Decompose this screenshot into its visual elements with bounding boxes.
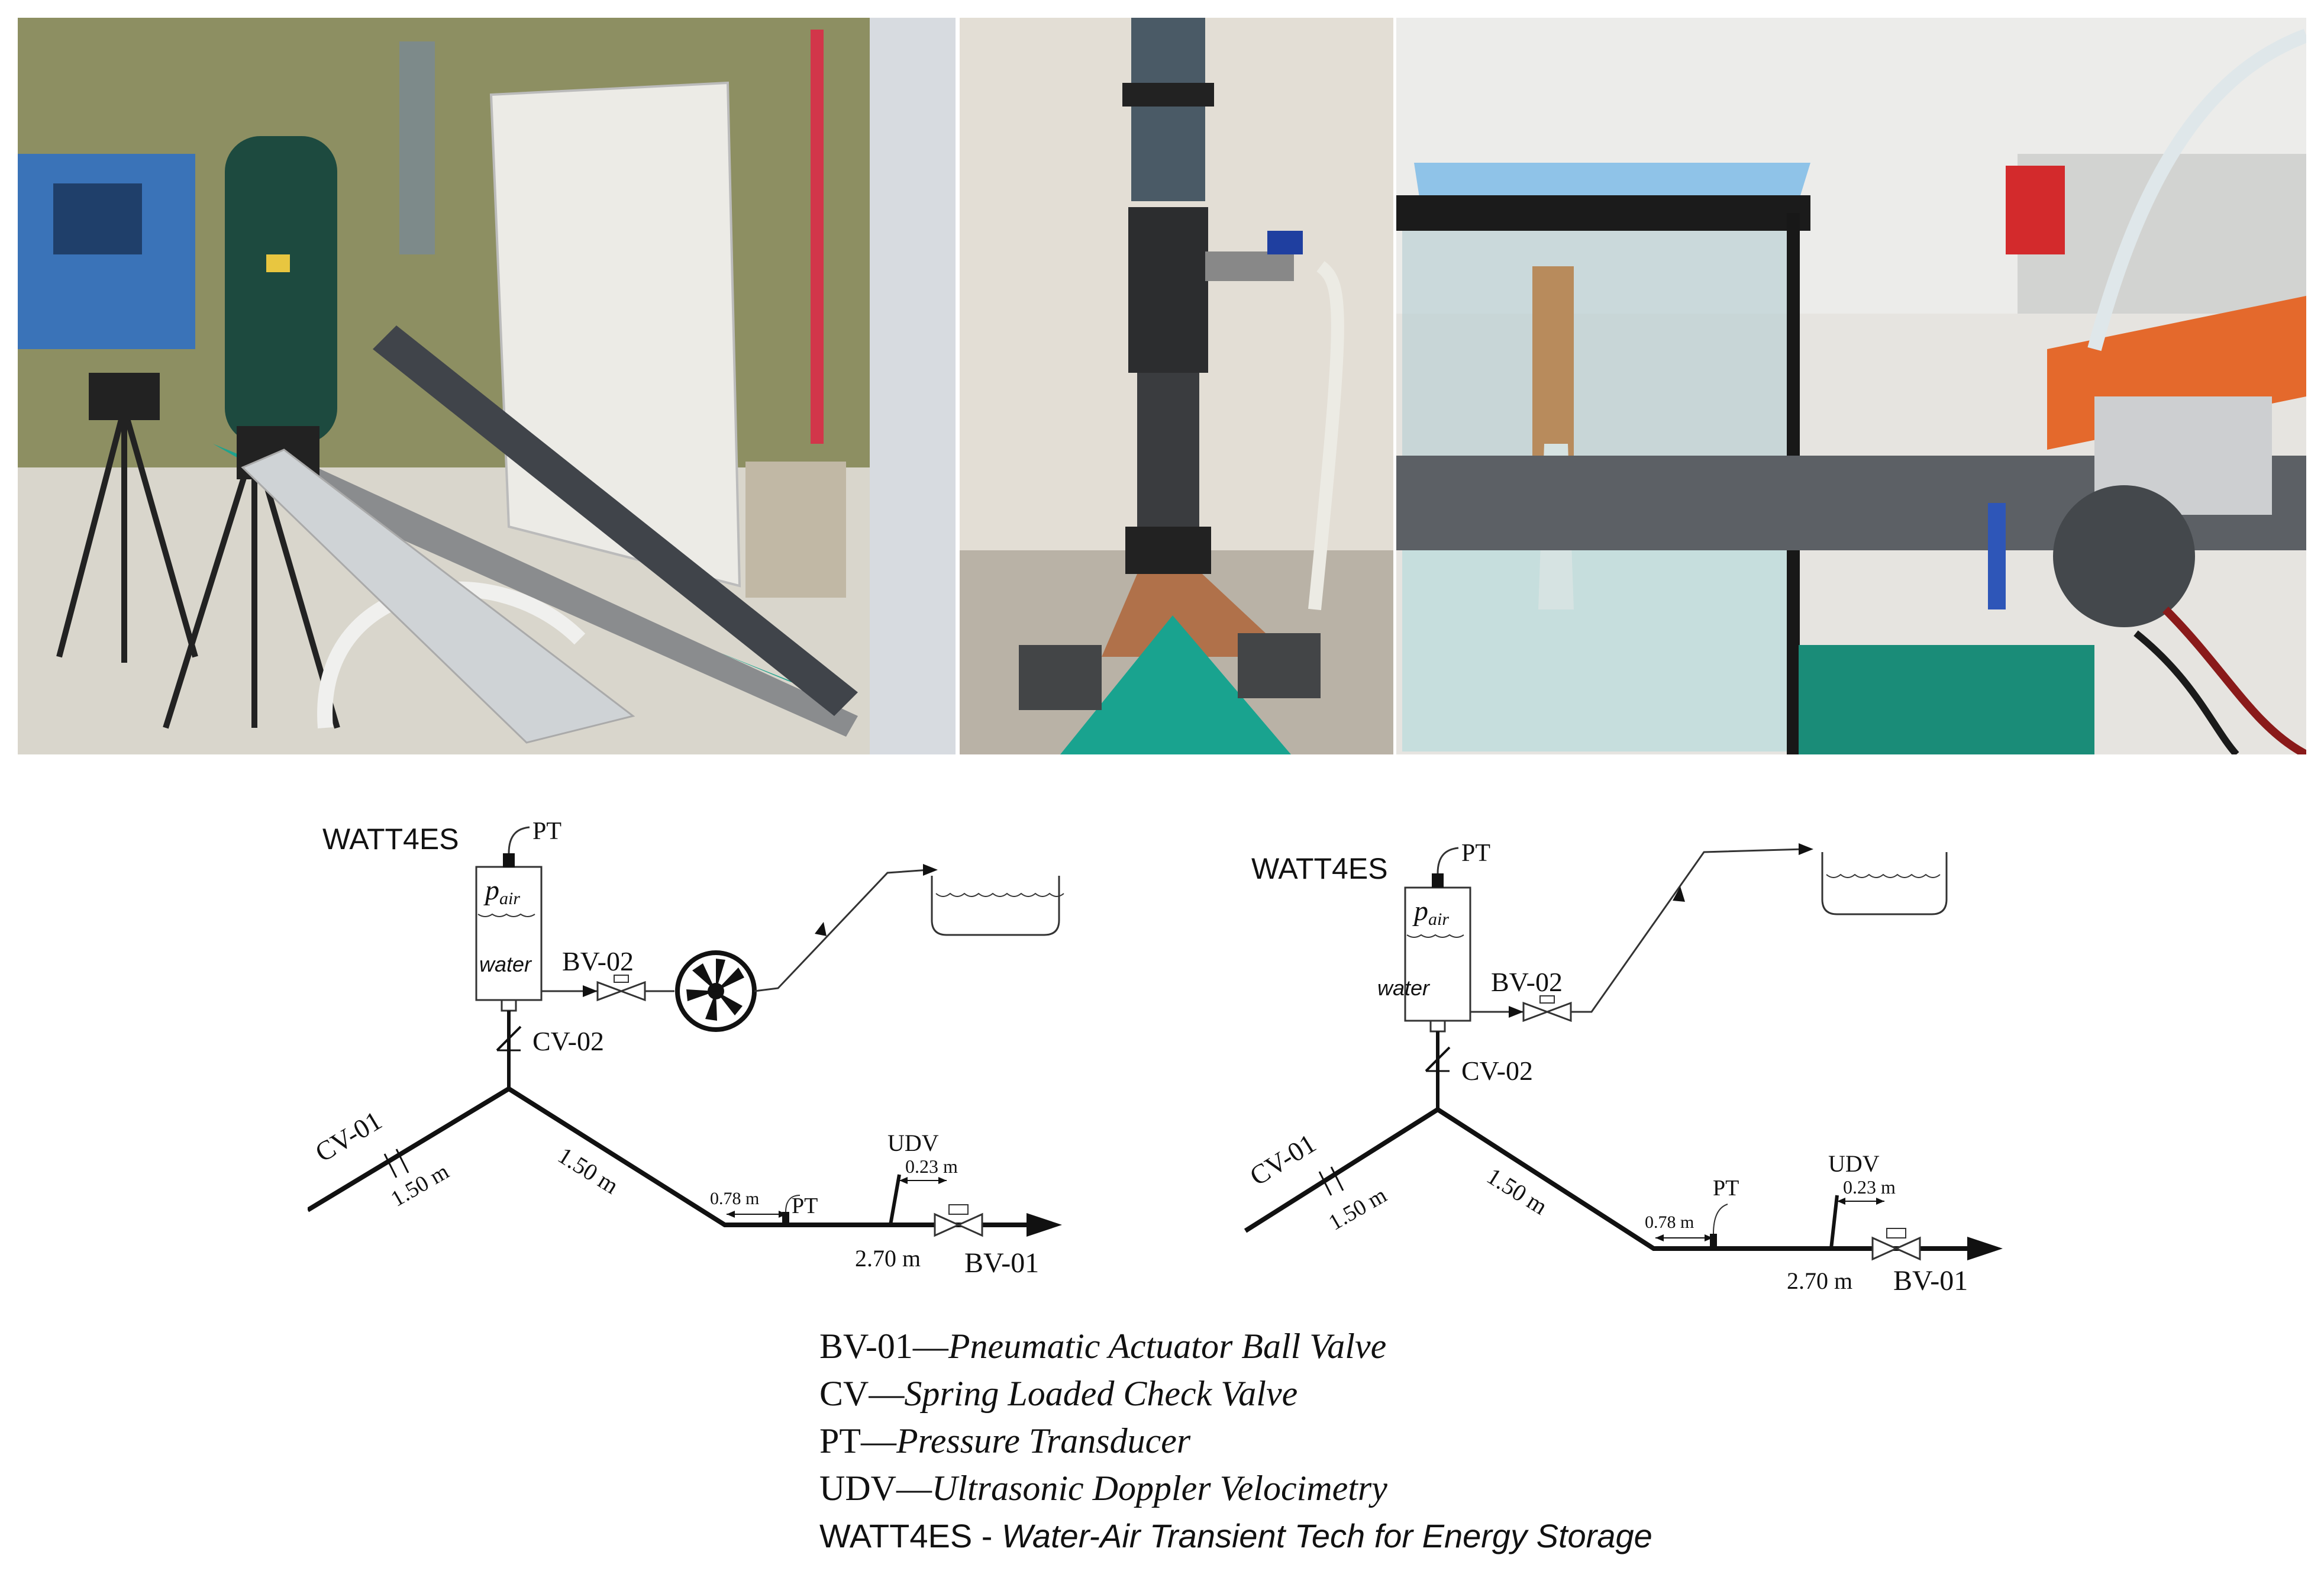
cv-02-check-valve-icon bbox=[496, 1025, 522, 1052]
cv-02-label: CV-02 bbox=[532, 1026, 604, 1056]
legend-code: UDV— bbox=[819, 1469, 932, 1508]
system-title: WATT4ES bbox=[1251, 852, 1388, 885]
bv-02-label: BV-02 bbox=[1491, 967, 1563, 997]
length-1-50m-a: 1.50 m bbox=[387, 1159, 453, 1212]
bv-02-valve-icon bbox=[1522, 995, 1572, 1023]
legend-row-watt4es: WATT4ES - Water-Air Transient Tech for E… bbox=[819, 1512, 1825, 1559]
air-vessel bbox=[475, 866, 543, 1001]
length-0-78m: 0.78 m bbox=[710, 1189, 759, 1208]
cv-02-label: CV-02 bbox=[1461, 1056, 1533, 1086]
reservoir-icon bbox=[1821, 852, 1948, 915]
cv-01-check-valve-icon bbox=[383, 1149, 409, 1178]
legend-code: PT— bbox=[819, 1421, 897, 1460]
length-0-78m: 0.78 m bbox=[1645, 1212, 1694, 1232]
turbine-icon bbox=[675, 950, 757, 1032]
cv-01-check-valve-icon bbox=[1318, 1166, 1344, 1196]
bv-01-valve-icon bbox=[934, 1204, 983, 1237]
pressure-transducer-label: PT bbox=[532, 818, 561, 845]
legend-description: Water-Air Transient Tech for Energy Stor… bbox=[1002, 1517, 1652, 1554]
length-1-50m-a: 1.50 m bbox=[1325, 1183, 1391, 1236]
air-pressure-symbol: pair bbox=[483, 875, 520, 908]
legend-row-cv: CV—Spring Loaded Check Valve bbox=[819, 1370, 1825, 1417]
water-label: water bbox=[1377, 976, 1431, 1000]
legend-row-pt: PT—Pressure Transducer bbox=[819, 1417, 1825, 1465]
legend-code: WATT4ES - bbox=[819, 1517, 1002, 1554]
length-0-23m: 0.23 m bbox=[905, 1156, 958, 1177]
cv-01-label: CV-01 bbox=[310, 1105, 387, 1168]
pt-label-bottom: PT bbox=[792, 1194, 818, 1218]
lab-setup-photo bbox=[18, 18, 956, 754]
schematic-with-turbine: WATT4ES PT pair water BV-02 bbox=[306, 787, 1136, 1320]
legend-code: CV— bbox=[819, 1374, 905, 1413]
bv-02-valve-icon bbox=[596, 975, 646, 1002]
check-valve-photo bbox=[960, 18, 1393, 754]
pt-label-bottom: PT bbox=[1713, 1176, 1739, 1201]
air-pressure-symbol: pair bbox=[1412, 895, 1449, 929]
legend-description: Spring Loaded Check Valve bbox=[904, 1374, 1298, 1413]
length-2-70m: 2.70 m bbox=[1787, 1267, 1852, 1294]
legend-description: Pressure Transducer bbox=[896, 1421, 1191, 1460]
length-1-50m-b: 1.50 m bbox=[553, 1141, 623, 1199]
bv-01-valve-icon bbox=[1871, 1228, 1921, 1261]
water-label: water bbox=[479, 952, 532, 976]
udv-label: UDV bbox=[887, 1130, 939, 1156]
length-1-50m-b: 1.50 m bbox=[1482, 1162, 1552, 1220]
cv-01-label: CV-01 bbox=[1244, 1128, 1321, 1191]
schematic-without-turbine: WATT4ES PT pair water BV-02 CV-02 bbox=[1237, 787, 2065, 1320]
outlet-tank-photo bbox=[1396, 18, 2306, 754]
legend-row-bv01: BV-01—Pneumatic Actuator Ball Valve bbox=[819, 1323, 1825, 1370]
legend-code: BV-01— bbox=[819, 1327, 948, 1366]
bv-01-label: BV-01 bbox=[1893, 1265, 1968, 1296]
legend: BV-01—Pneumatic Actuator Ball Valve CV—S… bbox=[819, 1323, 1825, 1559]
legend-description: Pneumatic Actuator Ball Valve bbox=[948, 1327, 1387, 1366]
pressure-transducer-label: PT bbox=[1461, 840, 1490, 867]
udv-label: UDV bbox=[1828, 1150, 1880, 1177]
bv-02-label: BV-02 bbox=[562, 946, 634, 976]
cv-02-check-valve-icon bbox=[1425, 1046, 1451, 1072]
legend-description: Ultrasonic Doppler Velocimetry bbox=[932, 1469, 1387, 1508]
legend-row-udv: UDV—Ultrasonic Doppler Velocimetry bbox=[819, 1465, 1825, 1512]
bv-01-label: BV-01 bbox=[964, 1247, 1039, 1279]
system-title: WATT4ES bbox=[322, 823, 459, 856]
reservoir-icon bbox=[931, 876, 1064, 936]
length-2-70m: 2.70 m bbox=[855, 1245, 921, 1272]
length-0-23m: 0.23 m bbox=[1843, 1176, 1896, 1198]
